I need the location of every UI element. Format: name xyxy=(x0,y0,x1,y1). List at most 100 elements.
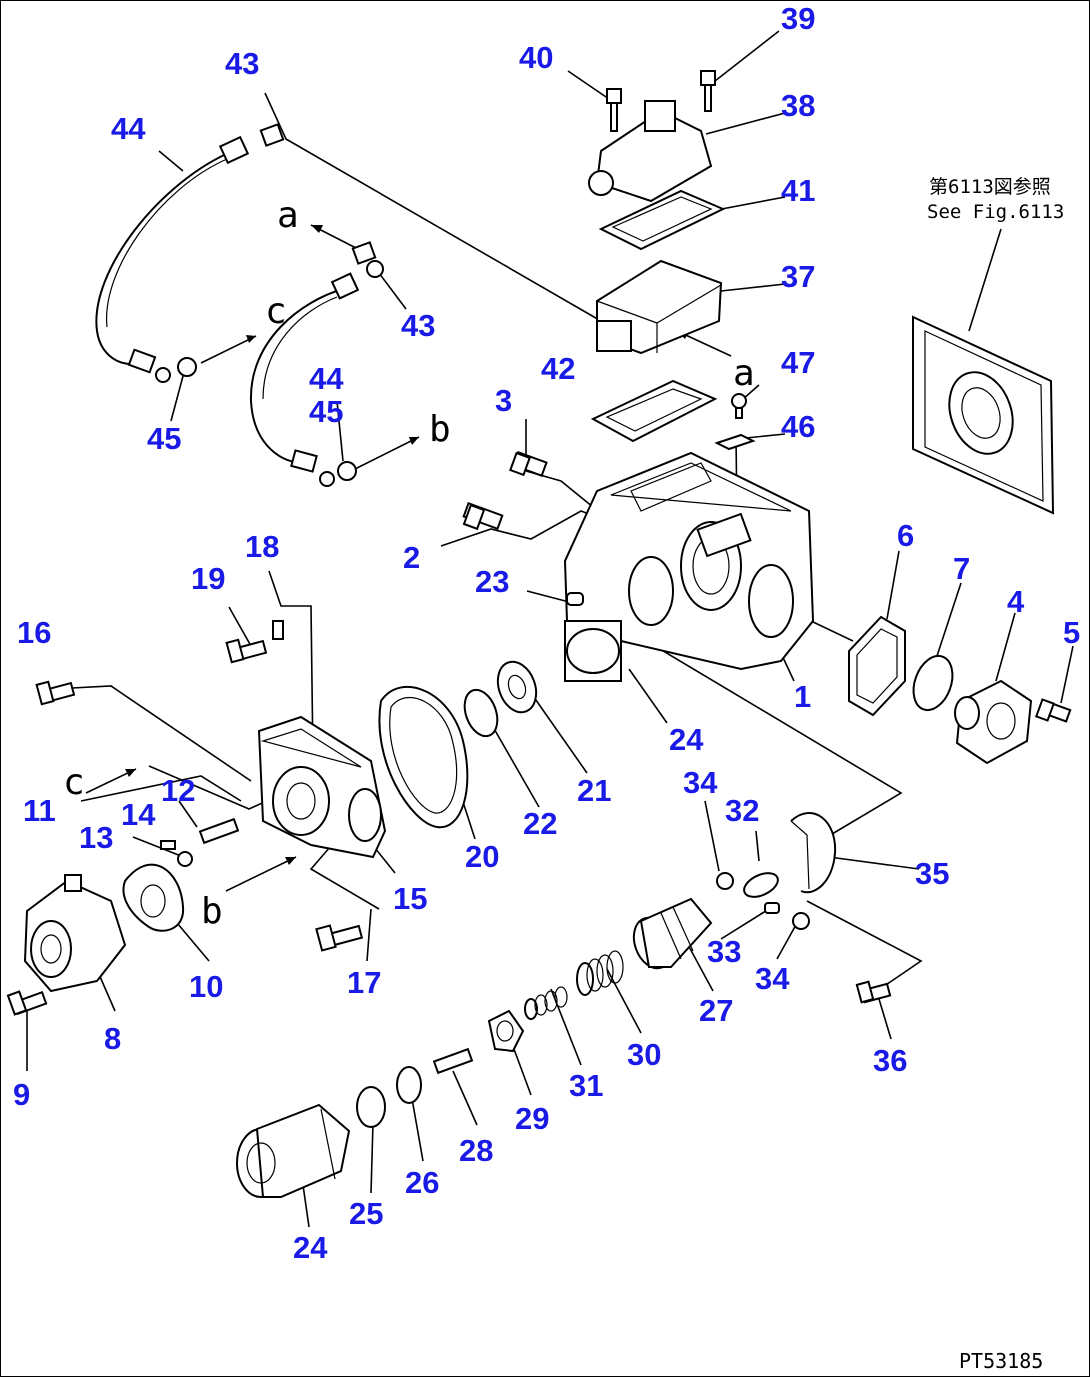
gasket-42 xyxy=(590,379,718,443)
label-34-lower: 34 xyxy=(755,961,790,996)
hose-44-lower xyxy=(249,241,384,487)
label-16: 16 xyxy=(17,615,51,650)
label-29: 29 xyxy=(515,1101,549,1136)
label-1: 1 xyxy=(794,679,811,714)
label-37: 37 xyxy=(781,259,815,294)
part-number-labels: 1 2 3 4 5 6 7 8 9 10 11 12 13 14 15 16 1… xyxy=(13,1,1080,1265)
o-ring-26 xyxy=(396,1066,422,1104)
label-10: 10 xyxy=(189,969,223,1004)
drawing-code: PT53185 xyxy=(959,1349,1043,1373)
label-46: 46 xyxy=(781,409,815,444)
spool-27 xyxy=(632,897,713,970)
label-13: 13 xyxy=(79,820,113,855)
cover-38 xyxy=(588,100,713,203)
ring-34-upper xyxy=(716,872,734,890)
ref-a-right: a xyxy=(733,353,755,394)
gasket-6 xyxy=(848,615,906,717)
label-7: 7 xyxy=(953,551,970,586)
label-47: 47 xyxy=(781,345,815,380)
label-31: 31 xyxy=(569,1068,603,1103)
label-40: 40 xyxy=(519,40,553,75)
label-23: 23 xyxy=(475,564,509,599)
o-ring-7 xyxy=(912,654,954,712)
label-18: 18 xyxy=(245,529,279,564)
label-32: 32 xyxy=(725,793,759,828)
label-2: 2 xyxy=(403,540,420,575)
pin-18 xyxy=(272,620,284,640)
label-22: 22 xyxy=(523,806,557,841)
bolt-3 xyxy=(509,451,548,477)
bolt-2 xyxy=(462,501,504,531)
label-17: 17 xyxy=(347,965,381,1000)
cover-35 xyxy=(790,812,837,894)
referenced-plate xyxy=(912,315,1055,515)
label-35: 35 xyxy=(915,856,949,891)
o-ring-22 xyxy=(463,688,499,738)
label-27: 27 xyxy=(699,993,733,1028)
gasket-41 xyxy=(598,189,726,251)
pin-33 xyxy=(764,902,780,914)
label-4: 4 xyxy=(1007,584,1025,619)
bolt-19 xyxy=(225,638,268,664)
label-44-upper: 44 xyxy=(111,111,146,146)
label-9: 9 xyxy=(13,1077,30,1112)
label-24-lower: 24 xyxy=(293,1230,328,1265)
pin-23 xyxy=(566,592,584,606)
label-12: 12 xyxy=(161,773,195,808)
label-19: 19 xyxy=(191,561,225,596)
plug-24 xyxy=(236,1103,351,1198)
cover-4 xyxy=(954,679,1033,765)
hose-44-upper xyxy=(95,123,285,383)
label-20: 20 xyxy=(465,839,499,874)
label-14: 14 xyxy=(121,797,156,832)
note-english: See Fig.6113 xyxy=(927,201,1064,223)
label-3: 3 xyxy=(495,383,512,418)
label-42: 42 xyxy=(541,351,575,386)
reference-note: 第6113図参照 See Fig.6113 xyxy=(927,176,1064,223)
housing-1 xyxy=(563,451,815,682)
ref-c-hose: c xyxy=(265,291,287,332)
pump-8 xyxy=(23,874,127,993)
label-15: 15 xyxy=(393,881,427,916)
plug-12 xyxy=(198,817,240,845)
o-ring-25 xyxy=(356,1086,386,1128)
ref-b-lower: b xyxy=(201,891,223,932)
bolt-17 xyxy=(315,924,364,952)
bolt-16 xyxy=(35,680,76,706)
label-25: 25 xyxy=(349,1196,383,1231)
reference-letters: a a b b c c xyxy=(63,195,755,932)
label-39: 39 xyxy=(781,1,815,36)
label-24-upper: 24 xyxy=(669,722,704,757)
bolt-47 xyxy=(731,393,747,419)
label-43-upper: 43 xyxy=(225,46,259,81)
label-21: 21 xyxy=(577,773,611,808)
bolt-9 xyxy=(6,990,48,1016)
label-30: 30 xyxy=(627,1037,661,1072)
label-45-left: 45 xyxy=(147,421,181,456)
label-38: 38 xyxy=(781,88,815,123)
label-8: 8 xyxy=(104,1021,121,1056)
spring-31 xyxy=(524,986,568,1020)
label-41: 41 xyxy=(781,173,815,208)
label-5: 5 xyxy=(1063,615,1080,650)
bearing-21 xyxy=(496,660,538,714)
retainer-29 xyxy=(487,1009,525,1053)
label-33: 33 xyxy=(707,934,741,969)
label-34-upper: 34 xyxy=(683,765,718,800)
pin-32 xyxy=(743,872,779,898)
bolt-5 xyxy=(1035,698,1072,723)
bolt-39 xyxy=(700,70,716,112)
ring-34-lower xyxy=(792,912,810,930)
label-28: 28 xyxy=(459,1133,493,1168)
pin-14 xyxy=(160,840,176,850)
gasket-20 xyxy=(378,685,469,829)
ref-b-hose: b xyxy=(429,409,451,450)
label-44-lower: 44 xyxy=(309,361,344,396)
spring-30 xyxy=(576,950,624,996)
bolt-40 xyxy=(606,88,622,132)
label-11: 11 xyxy=(23,793,56,828)
label-26: 26 xyxy=(405,1165,439,1200)
label-43-lower: 43 xyxy=(401,308,435,343)
